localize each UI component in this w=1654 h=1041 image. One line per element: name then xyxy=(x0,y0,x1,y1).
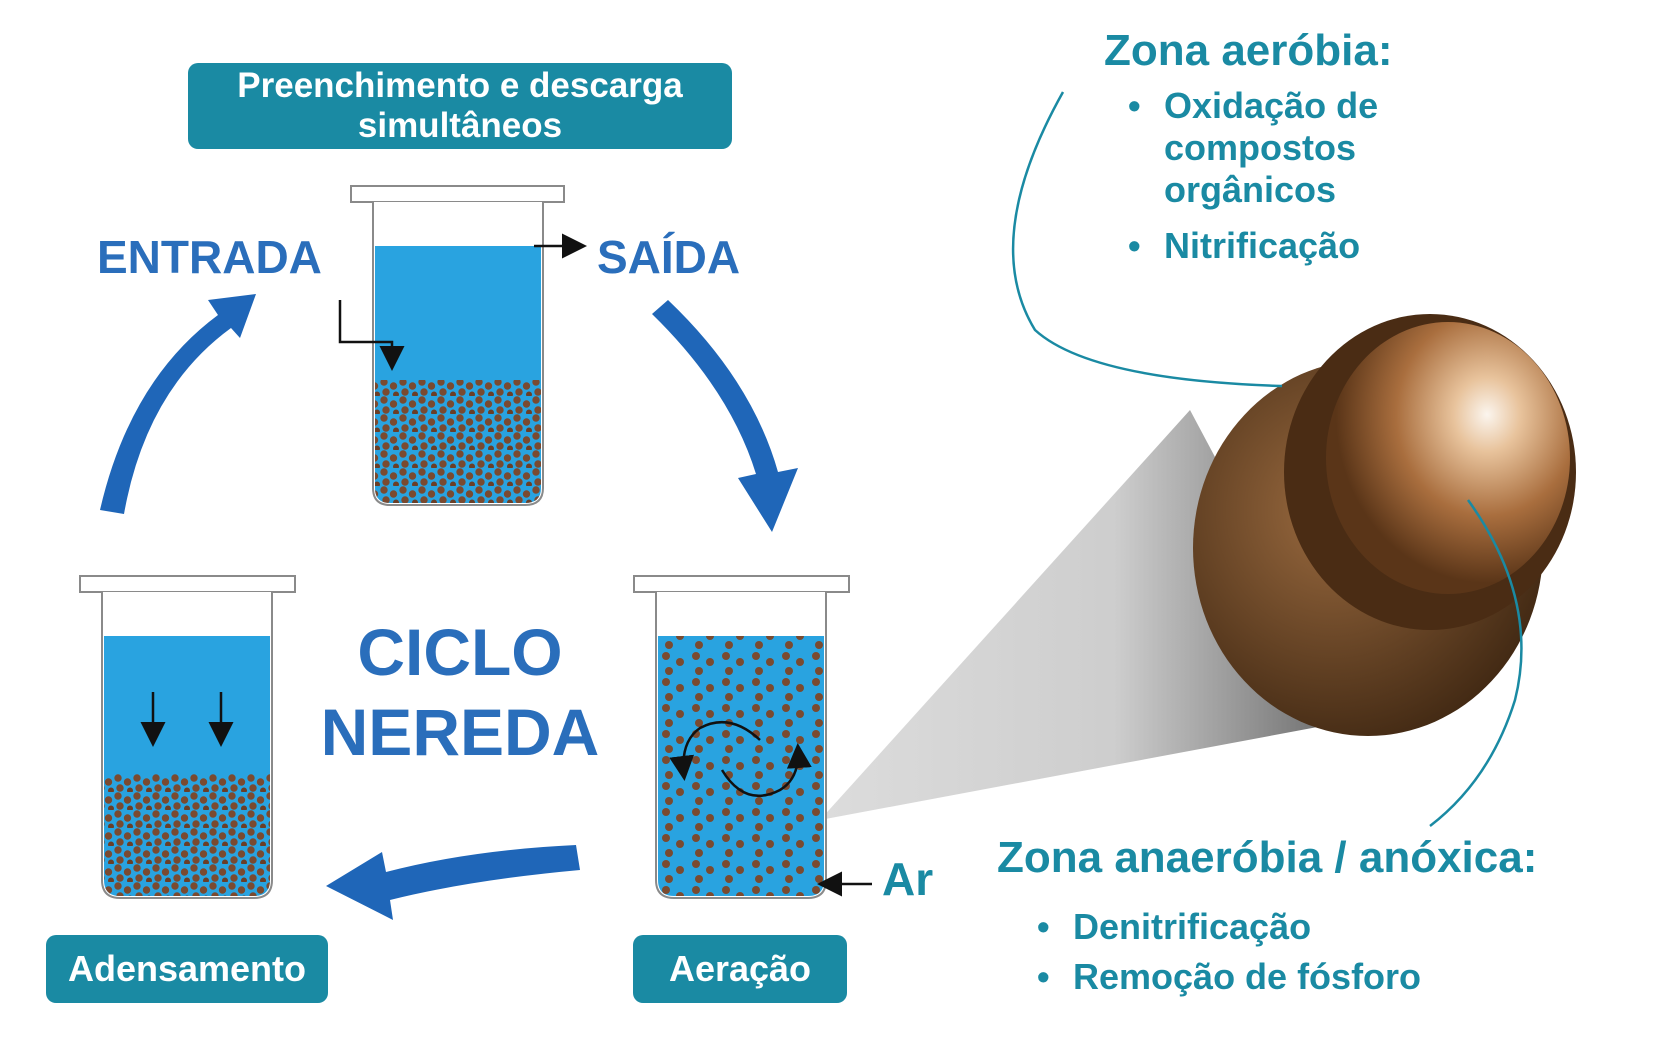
step-fill-discharge-text: Preenchimento e descarga simultâneos xyxy=(188,66,732,146)
air-label: Ar xyxy=(882,852,933,906)
anaerobic-zone-list: Denitrificação Remoção de fósforo xyxy=(1037,902,1421,1002)
step-settling-label: Adensamento xyxy=(46,935,328,1003)
anaerobic-zone-item: Denitrificação xyxy=(1037,902,1421,952)
step-aeration-label: Aeração xyxy=(633,935,847,1003)
anaerobic-zone-item: Remoção de fósforo xyxy=(1037,952,1421,1002)
inlet-label: ENTRADA xyxy=(97,230,322,284)
anaerobic-zone-title: Zona anaeróbia / anóxica: xyxy=(997,833,1537,883)
step-settling-text: Adensamento xyxy=(68,948,306,990)
aerobic-zone-item: Nitrificação xyxy=(1128,225,1448,267)
arrow-fill-to-aeration xyxy=(652,300,798,532)
aerobic-zone-title: Zona aeróbia: xyxy=(1104,26,1393,76)
arrow-aeration-to-settling xyxy=(326,845,580,920)
aerobic-zone-item: Oxidação de compostos orgânicos xyxy=(1128,85,1448,211)
step-aeration-text: Aeração xyxy=(669,948,811,990)
tank-aeration xyxy=(634,576,872,898)
arrow-settling-to-fill xyxy=(100,294,256,514)
cycle-title-line1: CICLO xyxy=(300,612,620,692)
cycle-title: CICLO NEREDA xyxy=(300,612,620,772)
tank-fill-discharge xyxy=(340,186,582,505)
aerobic-zone-list: Oxidação de compostos orgânicos Nitrific… xyxy=(1128,85,1448,281)
outlet-label: SAÍDA xyxy=(597,230,740,284)
cycle-title-line2: NEREDA xyxy=(300,692,620,772)
aerobic-granule xyxy=(1193,314,1576,736)
step-fill-discharge-label: Preenchimento e descarga simultâneos xyxy=(188,63,732,149)
tank-settling xyxy=(80,576,295,898)
